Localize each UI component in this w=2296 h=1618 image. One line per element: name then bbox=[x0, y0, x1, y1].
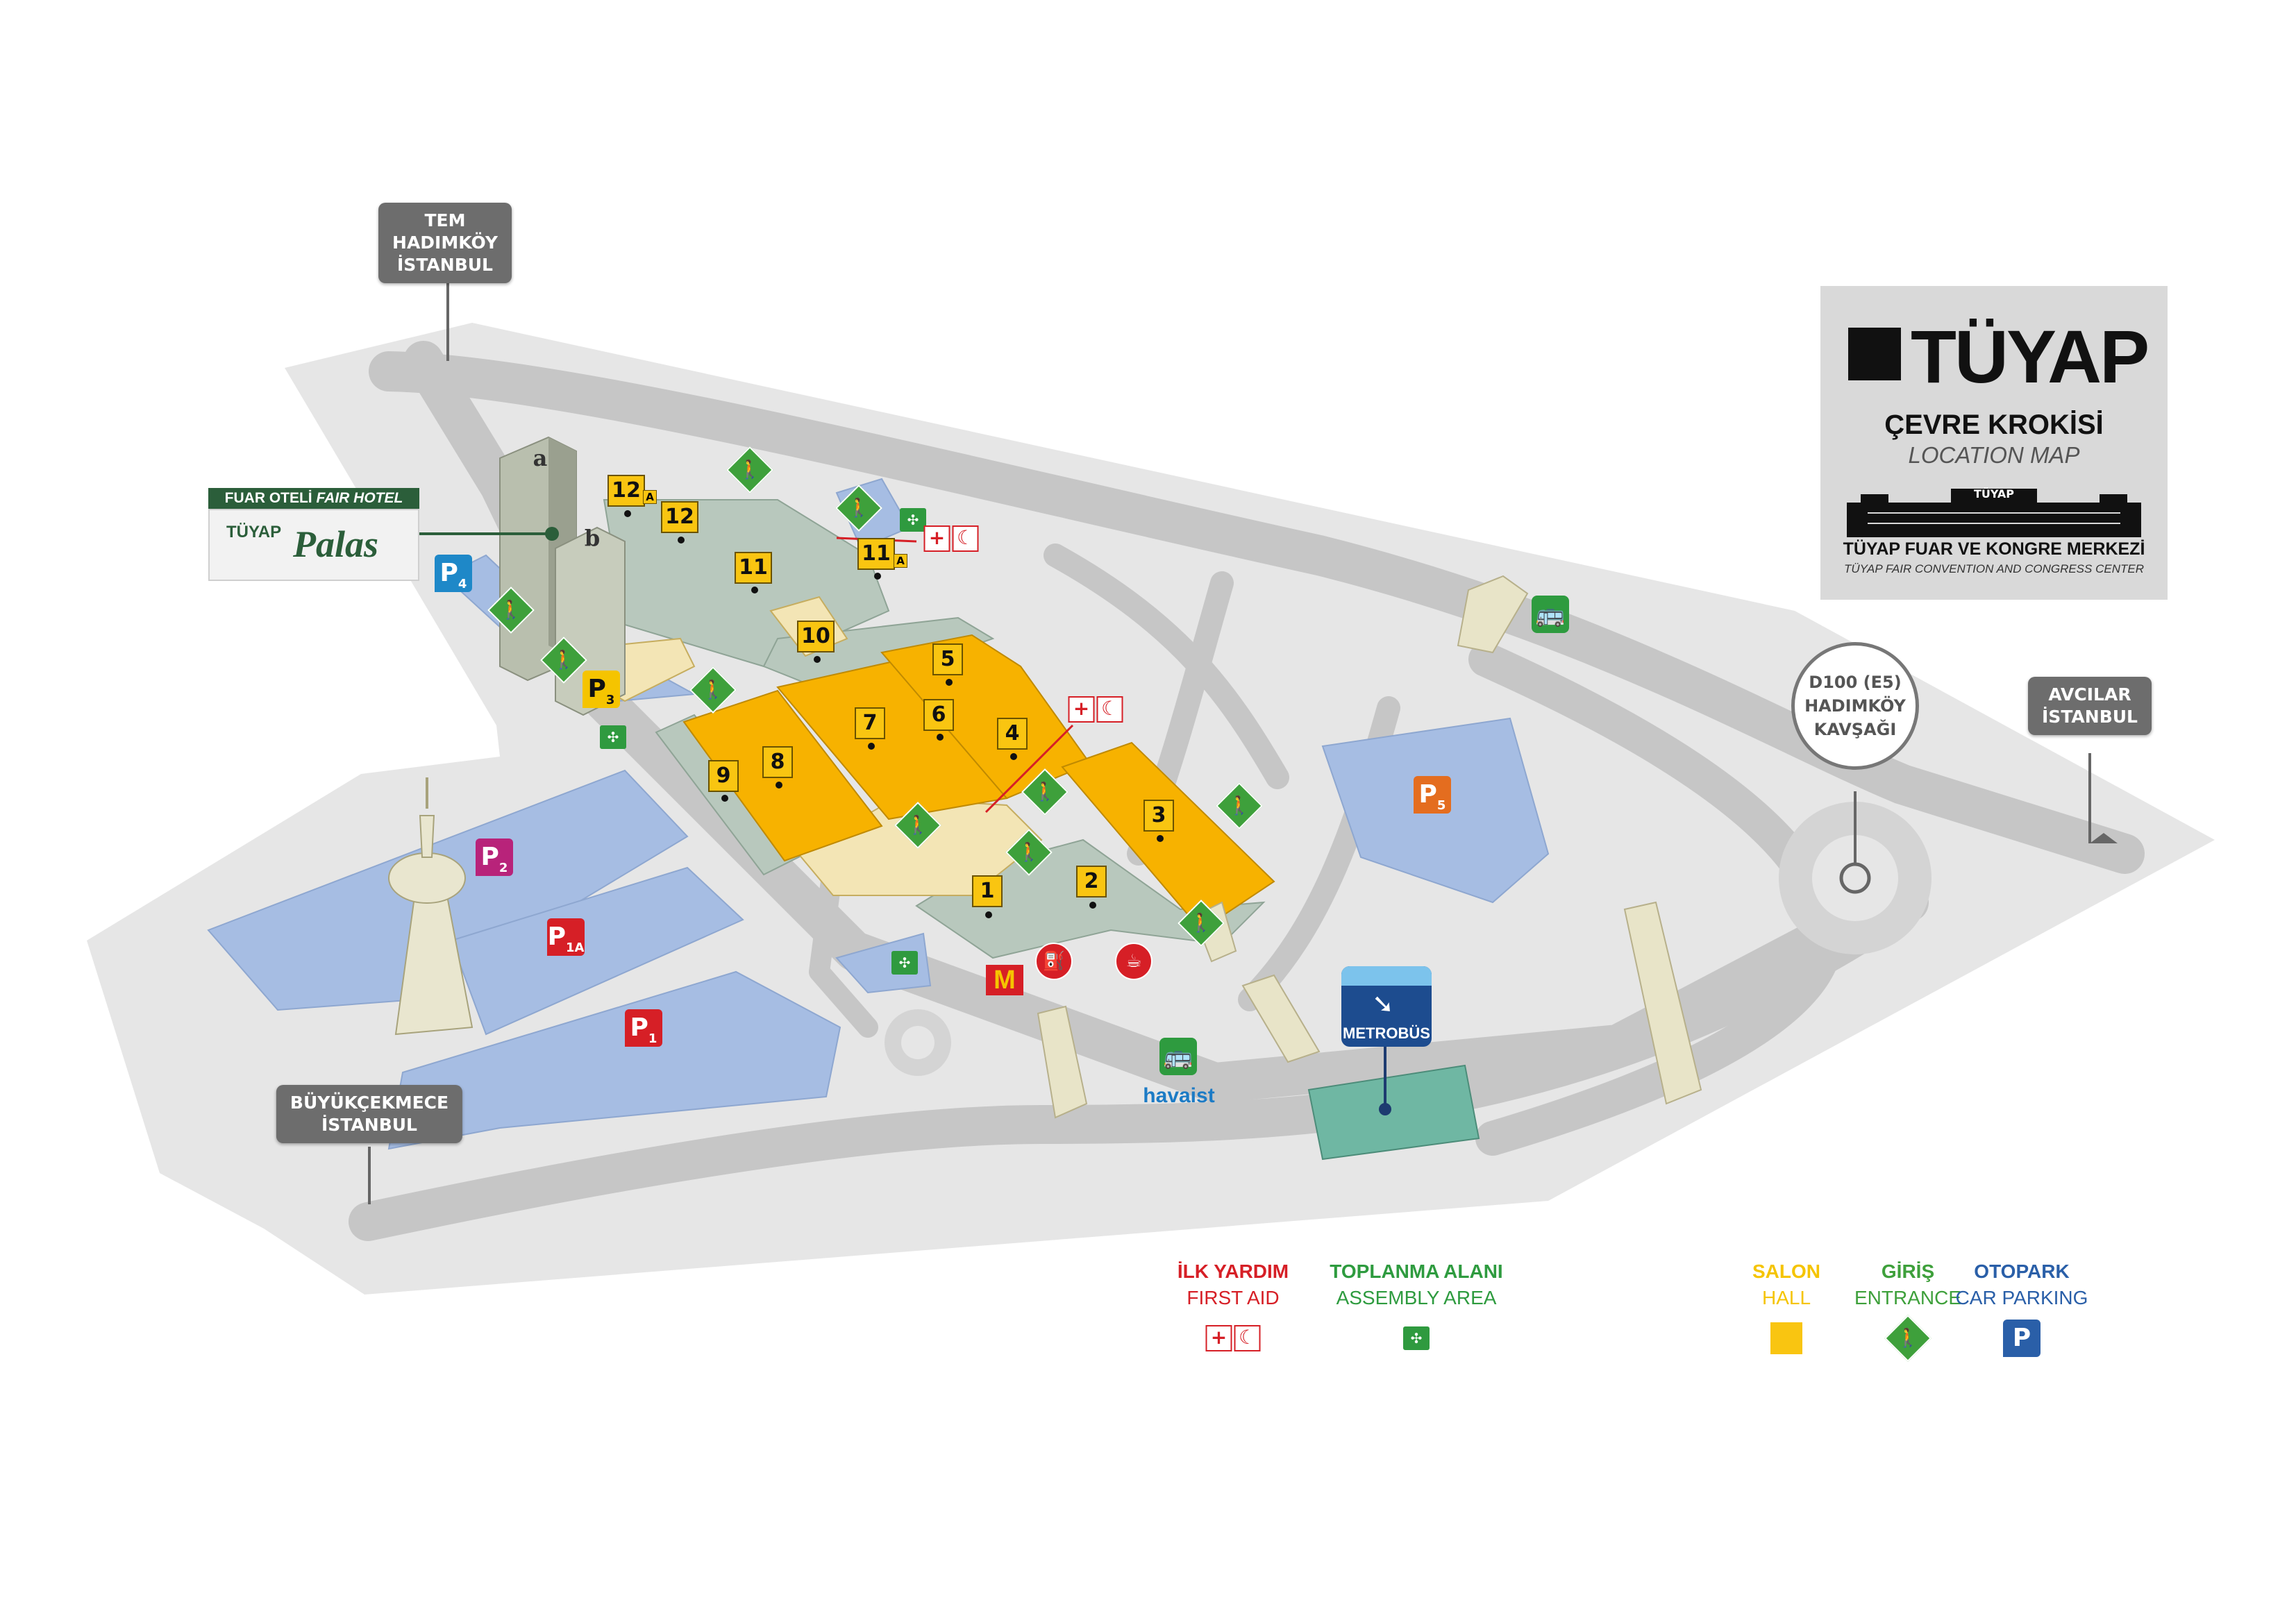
red-cross-icon: + bbox=[1068, 696, 1095, 723]
legend-assembly-icon: ✣ bbox=[1403, 1326, 1430, 1350]
parking-p5[interactable]: P5 bbox=[1414, 776, 1451, 814]
hall-12[interactable]: 12 bbox=[661, 501, 698, 533]
hall-4[interactable]: 4 bbox=[997, 718, 1028, 750]
legend-first-aid-sub: FIRST AID bbox=[1187, 1287, 1280, 1308]
parking-area-p1a bbox=[450, 866, 744, 1036]
bus-icon: 🚌 bbox=[1532, 596, 1569, 633]
hall-11a-sub: A bbox=[894, 554, 907, 568]
hall-9[interactable]: 9 bbox=[708, 760, 739, 792]
hall-2[interactable]: 2 bbox=[1076, 866, 1107, 898]
havaist-logo: havaist bbox=[1143, 1084, 1215, 1107]
hall-1[interactable]: 1 bbox=[972, 875, 1003, 907]
legend-parking-sub: CAR PARKING bbox=[1955, 1287, 2088, 1308]
legend-first-aid-icon: +☾ bbox=[1205, 1325, 1261, 1351]
congress-center-silhouette-icon bbox=[1847, 489, 2141, 537]
tower-b-label: b bbox=[584, 525, 601, 551]
congress-center-sign: TÜYAP bbox=[1973, 487, 2015, 500]
parking-area-assembly bbox=[835, 932, 932, 994]
hall-12a-sub: A bbox=[643, 490, 657, 504]
tower-a-label: a bbox=[533, 445, 548, 471]
bus-icon: 🚌 bbox=[1159, 1038, 1197, 1075]
pedestrian-icon: 🚶 bbox=[499, 600, 523, 621]
hall-7[interactable]: 7 bbox=[855, 707, 885, 739]
hall-block-3 bbox=[1061, 741, 1275, 932]
pedestrian-icon: 🚶 bbox=[1033, 782, 1057, 802]
red-crescent-icon: ☾ bbox=[1096, 696, 1123, 723]
metrobus-logo: ➘ METROBÜS bbox=[1341, 966, 1432, 1047]
pedestrian-icon: 🚶 bbox=[738, 460, 762, 480]
metrobus-station bbox=[1307, 1064, 1480, 1161]
fair-hotel-card: FUAR OTELİ FAIR HOTEL TÜYAP Palas bbox=[208, 488, 419, 581]
pedestrian-icon: 🚶 bbox=[1227, 795, 1251, 816]
parking-p4[interactable]: P4 bbox=[435, 555, 472, 592]
red-cross-icon: + bbox=[923, 525, 950, 552]
red-crescent-icon: ☾ bbox=[952, 525, 979, 552]
legend-entrance-title: GİRİŞ bbox=[1881, 1261, 1935, 1282]
hall-block-4-5 bbox=[880, 634, 1091, 800]
pedestrian-icon: 🚶 bbox=[847, 498, 871, 519]
assembly-area-icon: ✣ bbox=[900, 508, 926, 532]
hotel-towers bbox=[499, 436, 626, 716]
center-name-en: TÜYAP FAIR CONVENTION AND CONGRESS CENTE… bbox=[1844, 562, 2144, 575]
active-halls bbox=[682, 634, 1275, 932]
legend-assembly-title: TOPLANMA ALANI bbox=[1330, 1261, 1503, 1282]
tuyap-location-map-card: TÜYAP ÇEVRE KROKİSİ LOCATION MAP TÜYAP T… bbox=[1820, 286, 2168, 600]
parking-p3[interactable]: P3 bbox=[583, 671, 620, 708]
tuyap-logo-icon bbox=[1848, 328, 1901, 380]
center-name-tr: TÜYAP FUAR VE KONGRE MERKEZİ bbox=[1843, 539, 2145, 559]
first-aid-marker: +☾ bbox=[923, 525, 979, 552]
hall-6[interactable]: 6 bbox=[923, 699, 954, 731]
map-subtitle: LOCATION MAP bbox=[1908, 442, 2080, 468]
legend-entrance-sub: ENTRANCE bbox=[1854, 1287, 1962, 1308]
parking-p2[interactable]: P2 bbox=[476, 839, 513, 876]
map-title: ÇEVRE KROKİSİ bbox=[1884, 410, 2104, 440]
hall-10[interactable]: 10 bbox=[797, 621, 835, 652]
hall-5[interactable]: 5 bbox=[932, 643, 963, 675]
hall-8[interactable]: 8 bbox=[762, 746, 793, 778]
pedestrian-bridges bbox=[1037, 575, 1702, 1119]
legend-parking-title: OTOPARK bbox=[1974, 1261, 2070, 1282]
parking-p1a[interactable]: P1A bbox=[547, 918, 585, 956]
hall-11a[interactable]: 11 bbox=[857, 538, 895, 570]
pedestrian-icon: 🚶 bbox=[1189, 913, 1213, 934]
legend-hall-title: SALON bbox=[1752, 1261, 1820, 1282]
hall-3[interactable]: 3 bbox=[1143, 800, 1174, 832]
pedestrian-icon: 🚶 bbox=[701, 680, 725, 700]
tv-tower-icon bbox=[388, 777, 474, 1036]
legend-hall-swatch bbox=[1770, 1322, 1802, 1354]
parking-area-p1 bbox=[387, 970, 841, 1150]
hotel-mini-logo: TÜYAP bbox=[226, 523, 282, 541]
hall-11[interactable]: 11 bbox=[735, 552, 772, 584]
arrow-icon: ➘ bbox=[1372, 988, 1394, 1019]
pedestrian-icon: 🚶 bbox=[552, 650, 576, 671]
hotel-banner: FUAR OTELİ FAIR HOTEL bbox=[208, 488, 419, 509]
legend-hall-sub: HALL bbox=[1761, 1287, 1811, 1308]
coffee-cup-icon: ☕ bbox=[1115, 943, 1153, 980]
road-network bbox=[349, 341, 2145, 1241]
legend-assembly-sub: ASSEMBLY AREA bbox=[1336, 1287, 1497, 1308]
parking-p1[interactable]: P1 bbox=[625, 1009, 662, 1047]
pedestrian-icon: 🚶 bbox=[1017, 842, 1041, 863]
hotel-name: Palas bbox=[293, 523, 379, 565]
fast-food-icon: M bbox=[986, 965, 1023, 995]
fuel-pump-icon: ⛽ bbox=[1035, 943, 1073, 980]
pedestrian-icon: 🚶 bbox=[906, 815, 930, 836]
first-aid-marker: +☾ bbox=[1068, 696, 1123, 723]
assembly-area-icon: ✣ bbox=[891, 951, 918, 975]
legend-parking-icon: P bbox=[2003, 1320, 2041, 1357]
assembly-area-icon: ✣ bbox=[600, 725, 626, 749]
hall-12a[interactable]: 12 bbox=[607, 475, 645, 507]
legend-first-aid-title: İLK YARDIM bbox=[1177, 1261, 1289, 1282]
brand-name: TÜYAP bbox=[1911, 314, 2150, 398]
